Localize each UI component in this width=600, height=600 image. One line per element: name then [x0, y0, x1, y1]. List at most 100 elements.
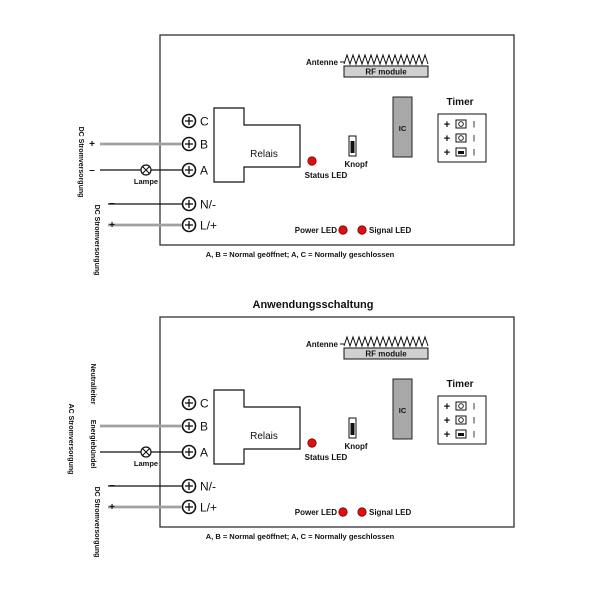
signal-led-label: Signal LED: [369, 226, 411, 235]
terminal-label: B: [200, 138, 208, 152]
plus-sign: +: [109, 220, 115, 231]
timer-dial-icon: [458, 417, 464, 423]
button-icon: [350, 141, 355, 153]
timer-label: Timer: [446, 97, 473, 108]
timer-row: +I: [444, 401, 475, 413]
minus-sign: –: [109, 198, 115, 209]
plus-sign: +: [109, 502, 115, 513]
dc-supply-label: DC Stromversorgung: [93, 205, 100, 276]
footnote: A, B = Normal geöffnet; A, C = Normally …: [206, 250, 395, 259]
power-led: [338, 225, 348, 235]
lamp-icon: [140, 446, 152, 458]
timer-row-sign: +: [444, 147, 450, 159]
terminal-label: N/-: [200, 198, 216, 212]
lamp-label: Lampe: [134, 459, 158, 468]
timer-switch: [455, 119, 467, 129]
terminal-screw: [181, 418, 197, 434]
timer-switch: [455, 415, 467, 425]
signal-led: [357, 225, 367, 235]
relay-box: [213, 389, 301, 465]
timer-row: +I: [444, 147, 475, 159]
terminal-screw: [181, 136, 197, 152]
rf-module-label: RF module: [365, 68, 407, 77]
dc-supply-label: DC Stromversorgung: [77, 127, 84, 198]
terminal-label: A: [200, 164, 208, 178]
power-led-label: Power LED: [295, 226, 337, 235]
terminal-label: A: [200, 446, 208, 460]
timer-row-sign: +: [444, 415, 450, 427]
ic-label: IC: [399, 124, 407, 133]
antenna-label: Antenne: [306, 340, 339, 349]
signal-led: [357, 507, 367, 517]
status-led-label: Status LED: [305, 453, 348, 462]
timer-row-mark: I: [473, 402, 476, 412]
terminal-label: L/+: [200, 219, 217, 233]
timer-dial-icon: [458, 121, 464, 127]
terminal-label: N/-: [200, 480, 216, 494]
rf-module-box: [343, 65, 429, 78]
ic-chip: [392, 378, 413, 440]
timer-dial-icon: [458, 403, 464, 409]
terminal-screw: [181, 196, 197, 212]
antenna-coil-icon: [343, 335, 429, 348]
timer-row-mark: I: [473, 430, 476, 440]
timer-switch: [455, 401, 467, 411]
relay-box: [213, 107, 301, 183]
timer-dial-icon: [458, 135, 464, 141]
lamp-label: Lampe: [134, 177, 158, 186]
timer-row-mark: I: [473, 416, 476, 426]
signal-led-label: Signal LED: [369, 508, 411, 517]
dc-supply-label: DC Stromversorgung: [93, 487, 100, 558]
timer-row-mark: I: [473, 120, 476, 130]
plus-sign-b: +: [89, 139, 95, 150]
button-icon: [350, 423, 355, 435]
timer-row-mark: I: [473, 134, 476, 144]
ic-chip: [392, 96, 413, 158]
terminal-screw: [181, 217, 197, 233]
terminal-label: C: [200, 115, 209, 129]
timer-row: +I: [444, 133, 475, 145]
lamp-cross-2: [142, 166, 150, 174]
terminal-screw: [181, 444, 197, 460]
button-label: Knopf: [344, 160, 367, 169]
minus-sign: –: [109, 480, 115, 491]
terminal-screw: [181, 478, 197, 494]
timer-label: Timer: [446, 379, 473, 390]
timer-slide-icon: [458, 151, 464, 154]
ic-label: IC: [399, 406, 407, 415]
timer-row-sign: +: [444, 119, 450, 131]
timer-row-sign: +: [444, 429, 450, 441]
terminal-screw: [181, 499, 197, 515]
minus-sign-a: –: [89, 165, 95, 176]
terminal-screw: [181, 162, 197, 178]
terminal-screw: [181, 113, 197, 129]
antenna-coil-icon: [343, 53, 429, 66]
status-led: [307, 156, 317, 166]
status-led: [307, 438, 317, 448]
terminal-label: L/+: [200, 501, 217, 515]
antenna-label: Antenne: [306, 58, 339, 67]
lamp-cross-2: [142, 448, 150, 456]
neutral-label: Neutralleiter: [89, 364, 96, 405]
status-led-label: Status LED: [305, 171, 348, 180]
timer-row: +I: [444, 119, 475, 131]
energy-label: Energiebündel: [89, 420, 96, 469]
power-led: [338, 507, 348, 517]
lamp-icon: [140, 164, 152, 176]
power-led-label: Power LED: [295, 508, 337, 517]
ac-supply-label: AC Stromversorgung: [67, 404, 74, 475]
footnote: A, B = Normal geöffnet; A, C = Normally …: [206, 532, 395, 541]
timer-row: +I: [444, 429, 475, 441]
relay-label: Relais: [250, 149, 278, 160]
timer-row: +I: [444, 415, 475, 427]
rf-module-box: [343, 347, 429, 360]
button-label: Knopf: [344, 442, 367, 451]
timer-row-sign: +: [444, 133, 450, 145]
timer-switch: [455, 133, 467, 143]
diagram-title: Anwendungsschaltung: [253, 299, 374, 311]
timer-row-mark: I: [473, 148, 476, 158]
timer-slide-icon: [458, 433, 464, 436]
